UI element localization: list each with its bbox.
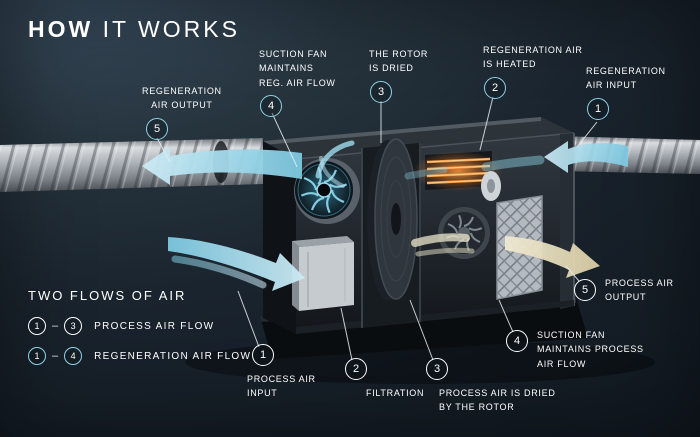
legend-number-badge: 3 [64,317,83,335]
callout-filtration: 2 FILTRATION [345,358,424,400]
callout-process-air-dried: 3 PROCESS AIR IS DRIED BY THE ROTOR [426,358,556,415]
callout-number-badge: 2 [345,358,367,380]
legend-label: PROCESS AIR FLOW [94,320,215,332]
callout-number-badge: 3 [370,80,392,103]
callout-number-badge: 1 [587,97,609,120]
callout-regeneration-air-input: REGENERATION AIR INPUT 1 [586,64,666,120]
callout-process-suction-fan: 4 SUCTION FAN MAINTAINS PROCESS AIR FLOW [506,330,644,371]
title-bold: HOW [28,16,94,42]
callout-label: FILTRATION [366,388,425,398]
callout-number-badge: 5 [146,117,168,140]
callout-number-badge: 1 [252,344,274,366]
callout-number-badge: 4 [506,330,528,352]
callout-label: REGENERATION AIR INPUT [586,66,666,91]
legend-dash: – [52,320,59,332]
legend-row-regeneration: 1 – 4 REGENERATION AIR FLOW [28,347,251,365]
callout-label: THE ROTOR IS DRIED [369,49,429,74]
callout-label: PROCESS AIR IS DRIED BY THE ROTOR [439,388,556,413]
rotor [367,138,418,300]
title-rest: IT WORKS [93,16,240,42]
process-output-flow [505,236,600,278]
callout-regeneration-air-heated: REGENERATION AIR IS HEATED 2 [483,43,583,99]
regeneration-fan [294,158,360,224]
callout-label: SUCTION FAN MAINTAINS REG. AIR FLOW [259,49,336,88]
blower-wheel [481,171,501,201]
legend-label: REGENERATION AIR FLOW [94,350,252,362]
callout-label: REGENERATION AIR IS HEATED [483,45,583,70]
callout-number-badge: 2 [484,76,506,99]
page-title: HOW IT WORKS [28,16,240,43]
callout-process-air-output: 5 PROCESS AIR OUTPUT [574,276,674,305]
regeneration-output-flow [142,147,302,185]
legend-row-process: 1 – 3 PROCESS AIR FLOW [28,317,251,335]
callout-number-badge: 4 [260,95,282,118]
callout-label: SUCTION FAN MAINTAINS PROCESS AIR FLOW [537,330,644,369]
legend: TWO FLOWS OF AIR 1 – 3 PROCESS AIR FLOW … [28,288,251,377]
callout-rotor-is-dried: THE ROTOR IS DRIED 3 [369,47,428,103]
callout-label: PROCESS AIR INPUT [247,374,316,399]
heater [413,151,503,191]
legend-number-badge: 1 [28,317,46,335]
regeneration-input-flow [544,141,628,173]
callout-label: REGENERATION AIR OUTPUT [142,86,222,111]
process-input-flow [168,237,305,291]
callout-number-badge: 5 [574,279,596,302]
callout-regeneration-air-output: REGENERATION AIR OUTPUT 5 [142,84,222,140]
callout-reg-suction-fan: SUCTION FAN MAINTAINS REG. AIR FLOW 4 [259,47,336,118]
air-flows [142,140,628,291]
legend-number-badge: 1 [28,347,46,365]
legend-dash: – [52,350,59,362]
legend-title: TWO FLOWS OF AIR [28,288,187,303]
legend-number-badge: 4 [64,347,83,365]
callout-number-badge: 3 [426,358,448,380]
callout-process-air-input: 1 PROCESS AIR INPUT [247,344,316,401]
process-fan [438,207,490,259]
leader-lines [156,96,598,361]
callout-label: PROCESS AIR OUTPUT [605,278,674,303]
filter-housing [292,236,354,311]
